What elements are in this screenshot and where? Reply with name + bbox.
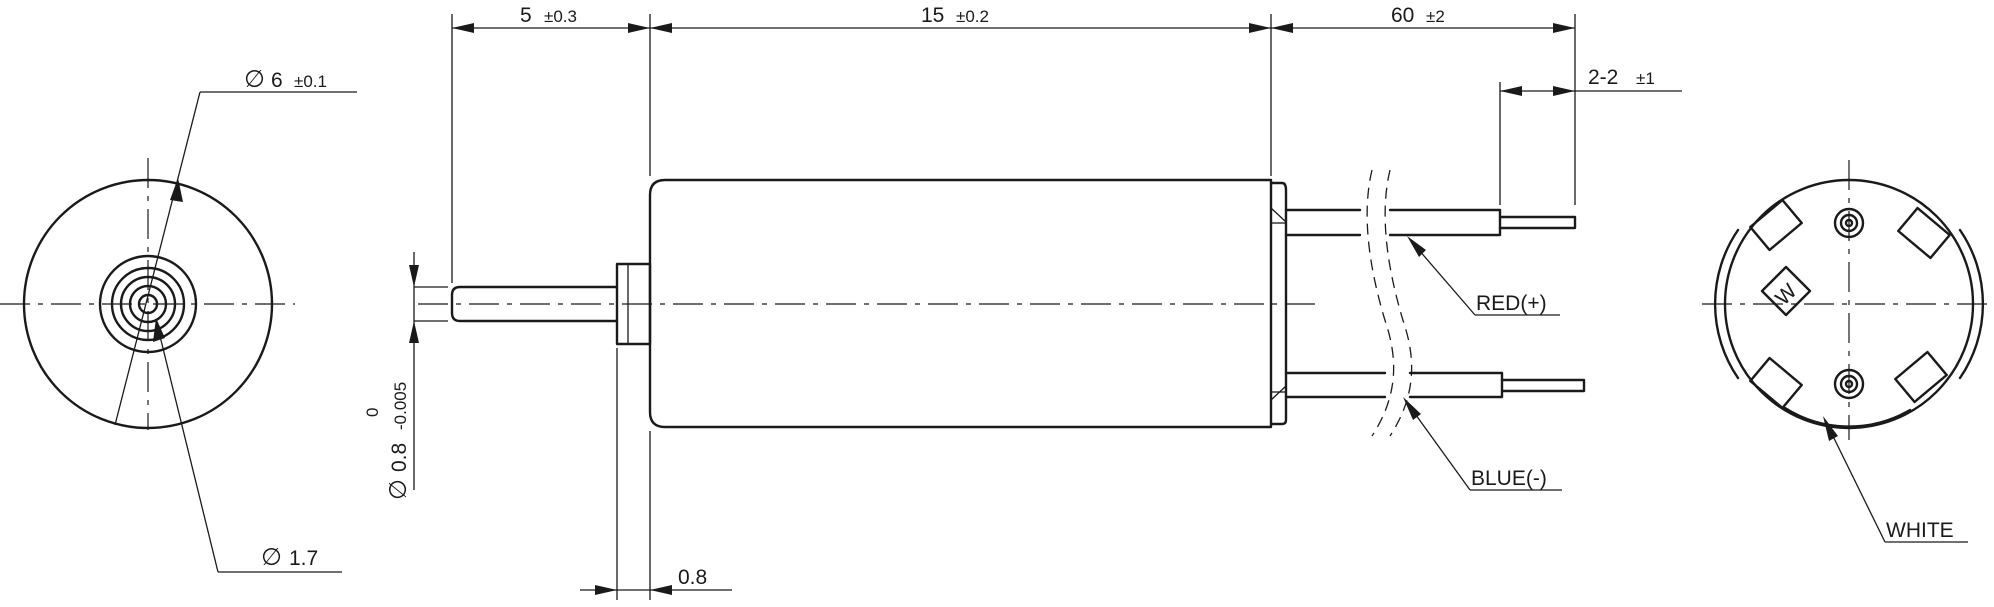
body-diameter-tolerance: ±0.1 [294, 72, 327, 91]
shaft-diameter-upper: 0 [363, 408, 382, 417]
blue-wire [1408, 371, 1504, 399]
blue-wire-label: BLUE(-) [1471, 467, 1547, 490]
body-outline [22, 178, 274, 430]
shaft-diameter-value: 0.8 [388, 443, 411, 472]
boss-diameter-value: 1.7 [289, 547, 318, 570]
end-cap [1269, 181, 1288, 426]
body-diameter-symbol: ∅ [244, 65, 265, 93]
terminal-pad-lower-left [1749, 356, 1803, 410]
shaft-diameter-lower: -0.005 [391, 382, 410, 430]
shaft-diameter-symbol: ∅ [384, 479, 412, 500]
body-length-value: 15 [921, 4, 944, 27]
red-wire [1388, 208, 1502, 237]
rear-cap-outline [1723, 178, 1975, 430]
strip-length-tolerance: ±1 [1636, 69, 1655, 88]
rear-view: W WHITE [1702, 160, 1994, 543]
red-wire-label: RED(+) [1476, 292, 1547, 315]
shaft-length-tolerance: ±0.3 [544, 7, 577, 26]
terminal-pad-lower-right [1894, 350, 1948, 404]
strip-length-value: 2-2 [1588, 66, 1618, 89]
boss-diameter-symbol: ∅ [261, 543, 282, 571]
terminal-pad-upper-left [1749, 198, 1803, 252]
white-marking-label: WHITE [1886, 519, 1954, 542]
shaft-length-value: 5 [520, 4, 532, 27]
body-diameter-value: 6 [271, 69, 283, 92]
lead-length-value: 60 [1391, 4, 1414, 27]
terminal-pad-upper-right [1897, 206, 1951, 260]
logo-diamond [1760, 265, 1812, 317]
lead-length-tolerance: ±2 [1426, 7, 1445, 26]
flange-thickness-value: 0.8 [678, 566, 707, 589]
shaft [450, 285, 619, 323]
side-view: 5 ±0.3 15 ±0.2 60 ±2 2-2 ±1 0.8 ∅ 0.8 -0… [363, 4, 1682, 600]
motor-body [648, 178, 1273, 429]
front-view: ∅ 6 ±0.1 ∅ 1.7 [0, 65, 357, 573]
body-length-tolerance: ±0.2 [956, 7, 989, 26]
